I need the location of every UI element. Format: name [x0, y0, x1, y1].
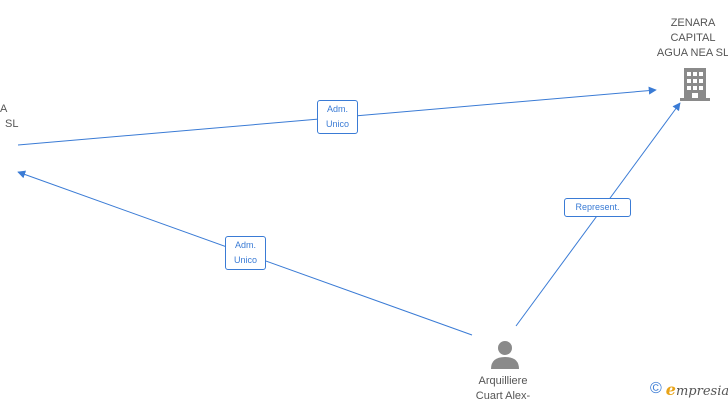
- edge-label-adm-unico-bottom: Adm. Unico: [225, 236, 266, 270]
- node-label-line: AGUA NEA SL: [656, 47, 728, 59]
- edge-label-line: Adm.: [326, 104, 348, 114]
- empresia-watermark: © empresia: [650, 379, 728, 399]
- logo-initial: e: [665, 379, 676, 399]
- edge-label-represent: Represent.: [564, 198, 631, 217]
- node-label-zenara[interactable]: ZENARA CAPITAL AGUA NEA SL: [646, 16, 728, 61]
- edge-label-line: Unico: [233, 255, 257, 265]
- node-label-line: Arquilliere: [478, 375, 528, 387]
- edge-label-adm-unico-top: Adm. Unico: [317, 100, 358, 134]
- node-label-line: CAPITAL: [670, 32, 716, 44]
- node-label-line: SL: [5, 118, 19, 130]
- node-label-person[interactable]: Arquilliere Cuart Alex-: [458, 374, 548, 404]
- empresia-logo: empresia: [666, 380, 728, 399]
- person-icon[interactable]: [491, 341, 519, 369]
- edge-label-line: Unico: [325, 119, 349, 129]
- building-icon[interactable]: [680, 68, 710, 101]
- node-label-line: Cuart Alex-: [475, 390, 531, 402]
- copyright-icon: ©: [650, 380, 662, 397]
- node-label-line: A: [0, 103, 8, 115]
- edge-label-line: Adm.: [234, 240, 256, 250]
- edge-label-line: Represent.: [575, 202, 620, 212]
- node-label-line: ZENARA: [670, 17, 716, 29]
- node-label-left-company[interactable]: A SL: [0, 102, 30, 132]
- logo-rest: mpresia: [675, 383, 728, 399]
